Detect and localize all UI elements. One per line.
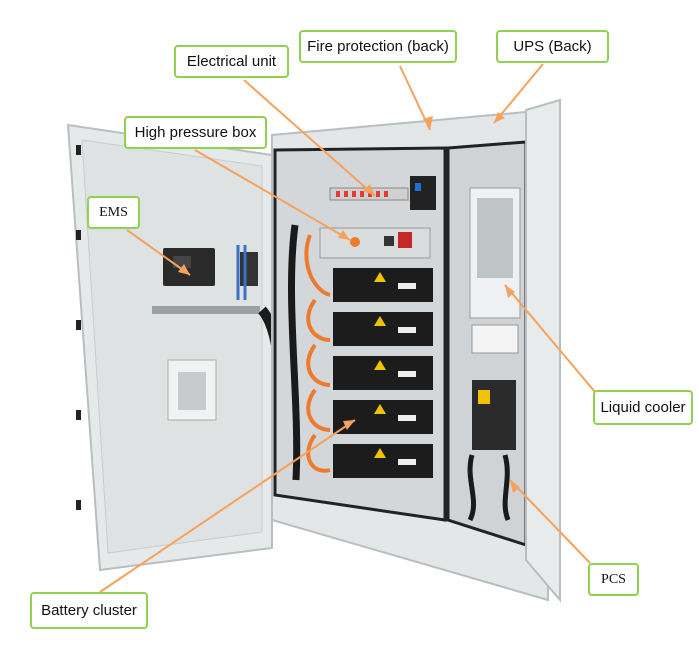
label-fire-protection: Fire protection (back)	[299, 30, 457, 63]
black-cable	[288, 224, 301, 481]
left-door	[66, 123, 273, 572]
label-electrical-unit: Electrical unit	[174, 45, 289, 78]
ems-unit	[152, 245, 260, 314]
pcs-unit	[467, 380, 516, 522]
liquid-cooler	[469, 187, 521, 354]
label-battery-cluster: Battery cluster	[30, 592, 148, 629]
label-ups: UPS (Back)	[496, 30, 609, 63]
battery-cluster	[333, 268, 433, 478]
electrical-unit	[329, 176, 436, 210]
label-high-pressure-box: High pressure box	[124, 116, 267, 149]
label-ems: EMS	[87, 196, 140, 229]
label-pcs: PCS	[588, 563, 639, 596]
orange-cables	[304, 234, 331, 473]
callout-lines	[99, 63, 596, 593]
document-pocket	[167, 359, 217, 421]
label-liquid-cooler: Liquid cooler	[593, 390, 693, 425]
